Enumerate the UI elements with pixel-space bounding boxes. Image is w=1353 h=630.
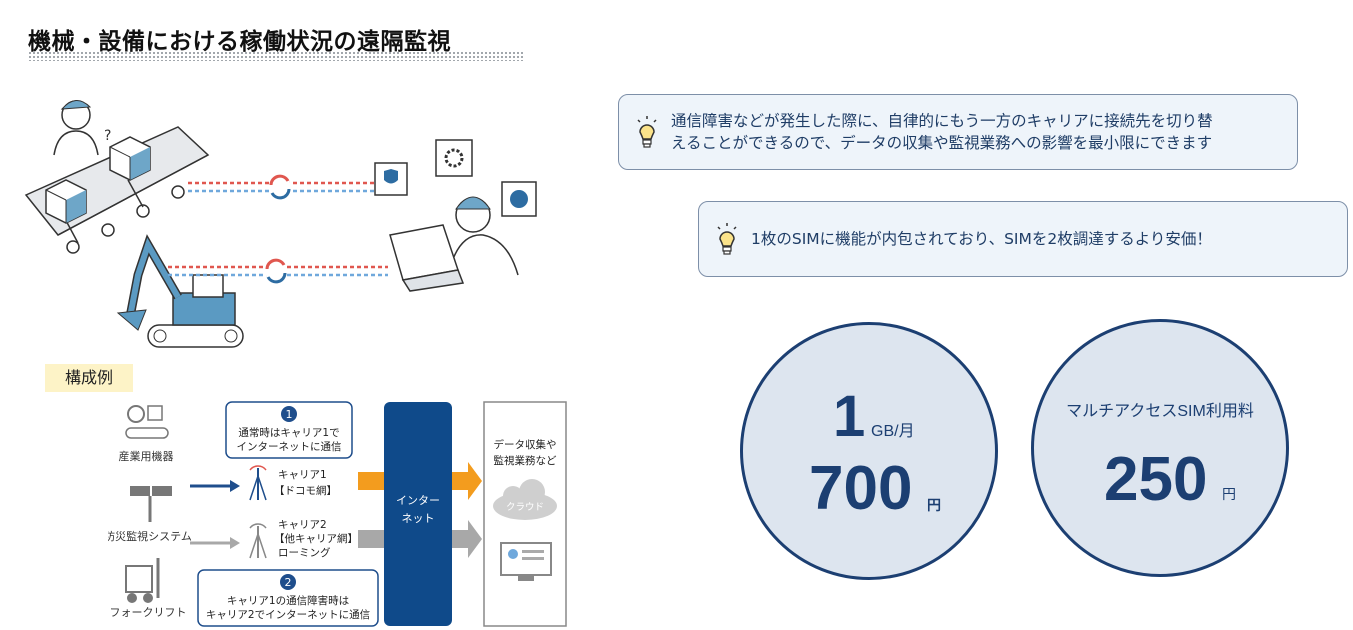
antenna-icon bbox=[249, 465, 267, 501]
callout1-line1: 通信障害などが発生した際に、自律的にもう一方のキャリアに接続先を切り替 bbox=[671, 112, 1213, 130]
step2-text-line2: キャリア2でインターネットに通信 bbox=[206, 609, 370, 621]
signal-lines bbox=[168, 174, 388, 284]
sim-fee-circle: マルチアクセスSIM利用料 250 円 bbox=[1031, 319, 1289, 577]
step1-text-line2: インターネットに通信 bbox=[237, 441, 342, 453]
title-underline bbox=[28, 51, 524, 61]
config-example-badge: 構成例 bbox=[45, 364, 133, 392]
device-label-industrial: 産業用機器 bbox=[119, 449, 174, 463]
callout-single-sim: 1枚のSIMに機能が内包されており、SIMを2枚調達するより安価！ bbox=[698, 201, 1348, 277]
cloud-label: クラウド bbox=[506, 502, 544, 513]
worker-icon: ? bbox=[53, 100, 111, 156]
carrier2-line1: キャリア2 bbox=[278, 519, 327, 531]
industrial-machine-icon bbox=[125, 405, 169, 439]
data-unit: GB/月 bbox=[871, 423, 915, 440]
antenna-gray-icon bbox=[249, 523, 267, 559]
internet-label-line2: ネット bbox=[402, 512, 435, 525]
data-price-unit: 円 bbox=[927, 497, 941, 513]
device-label-disaster-monitor: 防災監視システム bbox=[108, 529, 192, 543]
carrier2-line2: 【他キャリア網】 bbox=[274, 532, 358, 545]
callout2-line1: 1枚のSIMに機能が内包されており、SIMを2枚調達するより安価！ bbox=[751, 230, 1212, 248]
page-title: 機械・設備における稼働状況の遠隔監視 bbox=[28, 29, 451, 55]
carrier2-line3: ローミング bbox=[278, 546, 331, 559]
device-label-forklift: フォークリフト bbox=[110, 606, 187, 619]
forklift-icon bbox=[125, 558, 160, 603]
step1-text-line1: 通常時はキャリア1で bbox=[238, 426, 339, 439]
remote-monitoring-illustration: ? bbox=[24, 100, 537, 348]
cloud-icon bbox=[493, 479, 557, 520]
data-price-circle: 1 GB/月 700 円 bbox=[740, 322, 998, 580]
svg-text:?: ? bbox=[104, 128, 111, 144]
data-price: 700 bbox=[809, 454, 913, 523]
internet-label-line1: インター bbox=[396, 494, 440, 507]
operator-icon bbox=[374, 139, 537, 292]
destination-line2: 監視業務など bbox=[494, 454, 557, 467]
destination-line1: データ収集や bbox=[494, 438, 557, 451]
step2-number: 2 bbox=[285, 576, 292, 589]
callout-carrier-switch: 通信障害などが発生した際に、自律的にもう一方のキャリアに接続先を切り替 えること… bbox=[618, 94, 1298, 170]
lightbulb-icon bbox=[637, 116, 657, 148]
callout1-line2: えることができるので、データの収集や監視業務への影響を最小限にできます bbox=[671, 134, 1213, 152]
step2-text-line1: キャリア1の通信障害時は bbox=[227, 594, 349, 607]
sim-fee-label: マルチアクセスSIM利用料 bbox=[1066, 403, 1254, 420]
configuration-diagram: 産業用機器 防災監視システム フォークリフト 1 通常時はキャリア1で インター… bbox=[108, 398, 578, 630]
sim-fee-price: 250 bbox=[1104, 445, 1208, 514]
carrier1-line2: 【ドコモ網】 bbox=[274, 484, 337, 497]
monitor-icon bbox=[500, 542, 552, 581]
excavator-icon bbox=[116, 234, 244, 348]
step1-number: 1 bbox=[286, 408, 293, 421]
carrier1-line1: キャリア1 bbox=[278, 469, 327, 481]
lightbulb-icon bbox=[717, 223, 737, 255]
camera-icon bbox=[130, 486, 172, 522]
sim-fee-price-unit: 円 bbox=[1222, 486, 1236, 502]
data-amount: 1 bbox=[833, 384, 866, 449]
box-icon bbox=[45, 136, 151, 224]
